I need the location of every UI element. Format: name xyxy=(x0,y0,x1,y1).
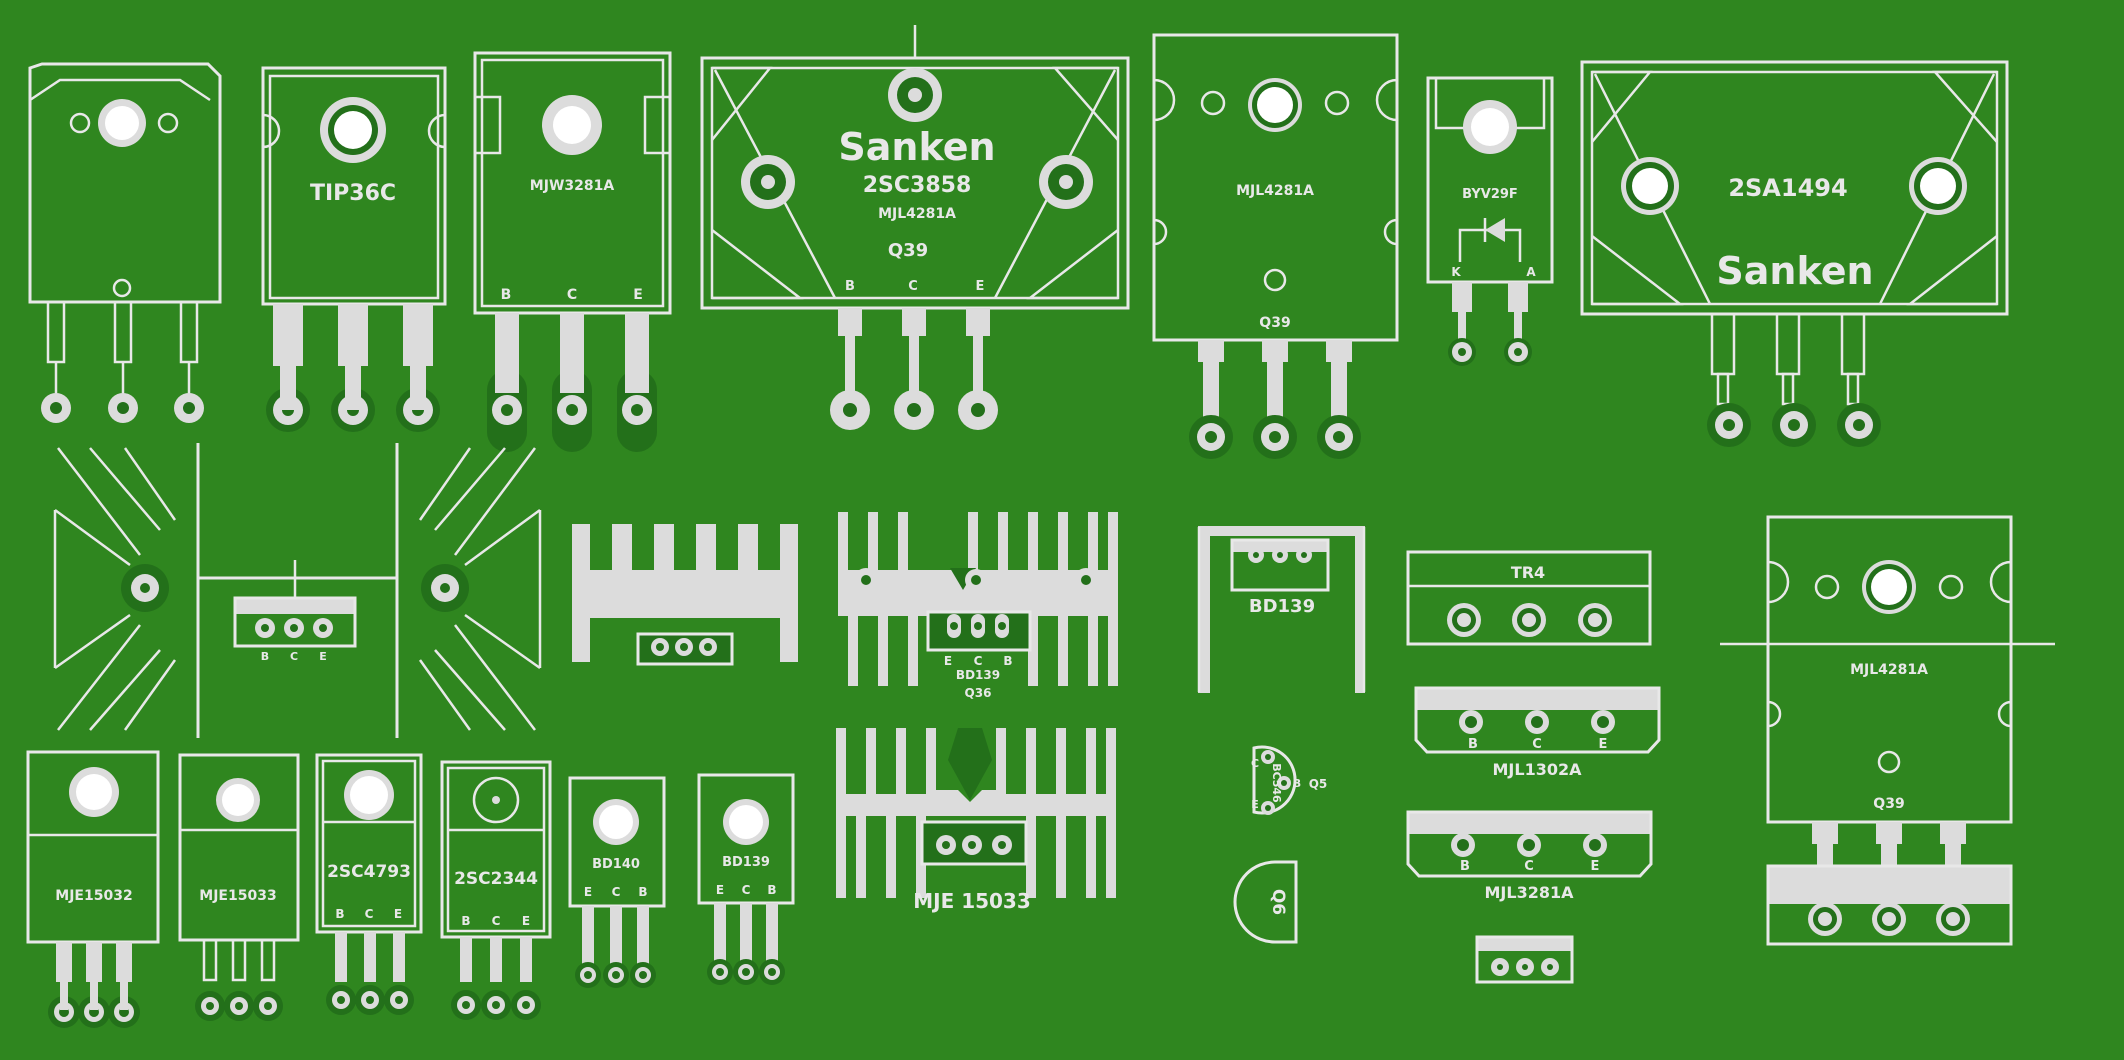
mjw3281a-pin-b: B xyxy=(501,287,512,303)
byv29f-pin-k: K xyxy=(1451,265,1461,279)
mjl1302a-pin-c: C xyxy=(1532,737,1542,752)
bd139-footprint: BD139 E C B xyxy=(697,773,795,985)
2sc4793-pin-b: B xyxy=(335,907,344,921)
bd140-pin-c: C xyxy=(612,885,621,899)
byv29f-pin-a: A xyxy=(1526,265,1536,279)
bd139-label: BD139 xyxy=(722,855,770,870)
mjl1302a-footprint: B C E MJL1302A xyxy=(1414,686,1661,779)
mjl4281a-footprint-top: MJL4281A Q39 xyxy=(1152,33,1399,459)
mjl4281a-footprint-bottom: MJL4281A Q39 xyxy=(1720,515,2055,946)
mjl4281a-top-label: MJL4281A xyxy=(1236,183,1314,199)
q36-pin-e: E xyxy=(944,654,952,668)
mjl3281a-pin-e: E xyxy=(1591,859,1600,874)
mjl3281a-label: MJL3281A xyxy=(1485,883,1575,902)
star-heatsink-footprint: B C E xyxy=(53,443,542,738)
mje15033-label: MJE15033 xyxy=(199,888,276,904)
mjl4281a-top-q39-label: Q39 xyxy=(1259,315,1290,331)
bd139-pin-e: E xyxy=(716,883,724,897)
q5-pin-c: C xyxy=(1251,757,1259,770)
mjl4281a-bottom-label: MJL4281A xyxy=(1850,662,1928,678)
2sc3858-footprint: Sanken 2SC3858 MJL4281A Q39 B C E xyxy=(700,25,1130,430)
bd140-pin-e: E xyxy=(584,885,592,899)
2sc3858-q39-label: Q39 xyxy=(888,240,928,261)
2sc3858-pin-e: E xyxy=(976,279,985,294)
mje15033-footprint: MJE15033 xyxy=(178,753,300,1021)
2sc3858-pin-b: B xyxy=(845,279,855,294)
mjw3281a-label: MJW3281A xyxy=(530,178,615,194)
mjl1302a-label: MJL1302A xyxy=(1493,760,1583,779)
bc546-q5-footprint: C B E BC546 Q5 xyxy=(1251,745,1328,815)
tr4-footprint: TR4 xyxy=(1406,550,1652,646)
bd139-bracket-label: BD139 xyxy=(1249,596,1315,617)
q5-pin-b: B xyxy=(1293,777,1301,790)
2sc4793-pin-c: C xyxy=(365,907,374,921)
star-heatsink-pin-e: E xyxy=(319,650,327,663)
tip36c-footprint: TIP36C xyxy=(261,66,447,432)
q6-footprint: Q6 xyxy=(1233,860,1298,944)
mje15032-footprint: MJE15032 xyxy=(26,750,160,1028)
mjl1302a-pin-b: B xyxy=(1468,737,1478,752)
mjl1302a-pin-e: E xyxy=(1599,737,1608,752)
star-heatsink-pin-b: B xyxy=(261,650,269,663)
2sc3858-mjl4281a-label: MJL4281A xyxy=(878,206,956,222)
bd139-bracket-footprint: BD139 xyxy=(1197,526,1366,693)
2sc2344-pin-e: E xyxy=(522,914,530,928)
2sa1494-footprint: 2SA1494 Sanken xyxy=(1580,60,2009,447)
small-3pin-footprint xyxy=(1475,935,1574,984)
bd140-footprint: BD140 E C B xyxy=(568,776,666,988)
q36-label: Q36 xyxy=(965,686,992,700)
mjw3281a-footprint: MJW3281A B C E xyxy=(473,51,672,452)
mje15033-heatsink-footprint: MJE 15033 xyxy=(836,728,1116,913)
byv29f-diode-footprint: BYV29F K A xyxy=(1426,76,1554,366)
2sc2344-footprint: 2SC2344 B C E xyxy=(440,760,552,1020)
sanken-brand-label: Sanken xyxy=(838,125,995,169)
bd140-label: BD140 xyxy=(592,857,640,872)
q6-label: Q6 xyxy=(1268,889,1288,915)
mjl4281a-bottom-q39-label: Q39 xyxy=(1873,796,1904,812)
mjl3281a-pin-c: C xyxy=(1524,859,1534,874)
2sc4793-label: 2SC4793 xyxy=(327,862,411,882)
q36-pin-b: B xyxy=(1003,654,1012,668)
byv29f-label: BYV29F xyxy=(1462,187,1518,202)
mjl3281a-pin-b: B xyxy=(1460,859,1470,874)
mje15032-label: MJE15032 xyxy=(55,888,132,904)
mjl3281a-footprint: B C E MJL3281A xyxy=(1406,810,1653,902)
2sc4793-pin-e: E xyxy=(394,907,402,921)
comb-heatsink-footprint xyxy=(572,524,798,666)
q5-pin-e: E xyxy=(1251,798,1259,811)
2sc3858-pin-c: C xyxy=(908,279,918,294)
bd139-pin-b: B xyxy=(767,883,776,897)
2sc4793-footprint: 2SC4793 B C E xyxy=(315,753,423,1015)
mjw3281a-pin-c: C xyxy=(567,287,577,303)
2sc2344-pin-b: B xyxy=(461,914,470,928)
bc546-label: BC546 xyxy=(1270,763,1283,803)
q5-label: Q5 xyxy=(1309,777,1328,791)
bd140-pin-b: B xyxy=(638,885,647,899)
2sc2344-label: 2SC2344 xyxy=(454,869,538,889)
star-heatsink-pin-c: C xyxy=(290,650,298,663)
q36-bd139-label: BD139 xyxy=(956,668,1000,682)
2sc3858-label: 2SC3858 xyxy=(863,173,972,198)
bd139-q36-heatsink-footprint: E C B BD139 Q36 xyxy=(838,512,1118,700)
q36-pin-c: C xyxy=(974,654,983,668)
mjw3281a-pin-e: E xyxy=(633,287,643,303)
2sc2344-pin-c: C xyxy=(492,914,501,928)
bd139-pin-c: C xyxy=(742,883,751,897)
tip36c-label: TIP36C xyxy=(310,181,396,206)
mje15033-heatsink-label: MJE 15033 xyxy=(913,889,1031,913)
2sa1494-label: 2SA1494 xyxy=(1728,174,1847,202)
2sa1494-sanken-brand: Sanken xyxy=(1716,249,1873,293)
tr4-label: TR4 xyxy=(1511,563,1545,582)
to3p-footprint-1 xyxy=(28,62,222,423)
